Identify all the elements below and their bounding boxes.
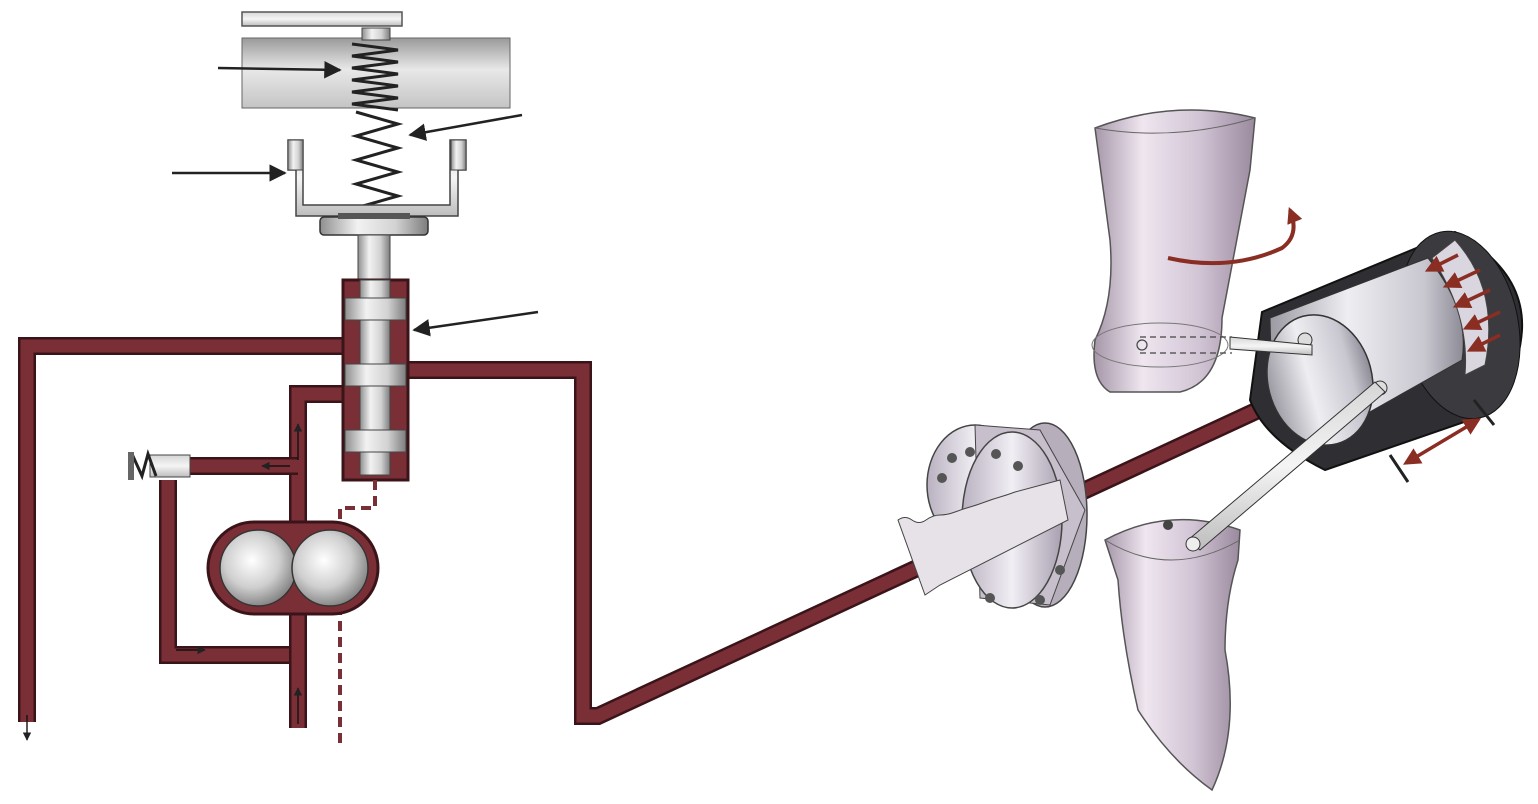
valve-land-lower — [344, 429, 407, 453]
callout-arrows — [172, 60, 539, 337]
speeder-spring-upper — [351, 42, 399, 112]
speeder-spring-assembly — [241, 11, 511, 286]
oil-lines — [18, 319, 1439, 741]
pump-gear-right — [291, 529, 369, 607]
inward-pressure-arrow-icon — [1442, 268, 1481, 288]
speeder-spring-lower — [350, 110, 404, 210]
drive-disc — [319, 216, 429, 236]
propeller-hub-flange — [897, 422, 1088, 609]
inward-pressure-arrows — [1424, 253, 1501, 352]
control-lever-plate — [241, 11, 403, 27]
engine-drive-shaft-dashed — [338, 480, 377, 745]
crankshaft-cutaway — [897, 479, 1069, 596]
propeller-assembly — [897, 109, 1524, 792]
curved-rotation-arrow-icon — [1167, 207, 1303, 266]
pitch-links — [1185, 336, 1386, 552]
inward-pressure-arrow-icon — [1452, 288, 1491, 308]
right-arrow-icon — [217, 60, 342, 79]
pitch-change-cylinder — [1248, 230, 1524, 472]
inward-pressure-arrow-icon — [1424, 253, 1459, 272]
valve-land-upper — [344, 297, 407, 321]
double-headed-arrow-icon — [1402, 418, 1482, 465]
piston-travel-indicator — [1388, 399, 1496, 483]
pilot-valve — [338, 278, 410, 745]
left-arrow-icon — [412, 310, 539, 337]
pilot-valve-stem — [357, 234, 391, 286]
propeller-blade-upper — [1091, 109, 1256, 393]
propeller-blade-lower — [1104, 518, 1241, 792]
pump-discharge-line — [289, 385, 345, 530]
left-arrow-icon — [408, 113, 523, 141]
valve-land-middle — [344, 363, 407, 387]
inward-pressure-arrow-icon — [1462, 310, 1501, 330]
relief-valve — [128, 449, 191, 481]
inward-pressure-arrow-icon — [1466, 333, 1501, 352]
gear-pump — [206, 520, 380, 616]
relief-valve-spring — [130, 449, 158, 481]
pump-gear-left — [219, 529, 297, 607]
